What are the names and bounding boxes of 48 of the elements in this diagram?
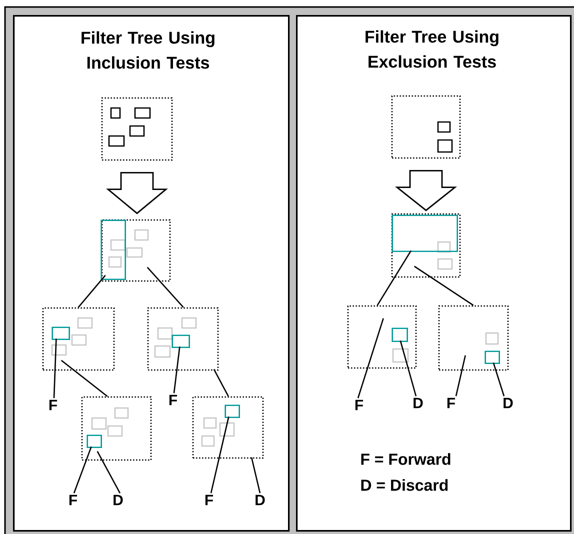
test-rectangle <box>392 214 458 252</box>
connector-line <box>96 451 121 494</box>
test-rectangle <box>224 404 240 418</box>
connector-line <box>73 446 92 494</box>
dotted-box <box>81 396 152 461</box>
block-arrow <box>106 172 168 214</box>
connector-line <box>357 318 384 398</box>
connector-line <box>173 346 180 394</box>
connector-line <box>492 362 505 396</box>
test-rectangle <box>52 326 70 340</box>
connector-line <box>213 369 229 397</box>
outcome-letter: D <box>504 398 513 408</box>
legend-text: F = Forward <box>361 453 450 465</box>
test-rectangle <box>86 434 102 448</box>
outcome-letter: D <box>256 494 265 506</box>
connector-line <box>414 266 474 306</box>
dotted-box <box>391 95 461 159</box>
dotted-box <box>101 97 173 161</box>
test-rectangle <box>392 328 408 342</box>
outcome-letter: F <box>355 400 364 410</box>
test-rectangle <box>484 350 500 364</box>
test-rectangle <box>100 220 126 280</box>
dotted-box <box>42 307 115 371</box>
block-arrow <box>395 170 457 212</box>
outcome-letter: F <box>169 394 178 406</box>
connector-line <box>210 416 230 494</box>
dotted-box <box>147 307 219 371</box>
connector-line <box>146 266 184 308</box>
dotted-box <box>192 396 264 459</box>
outcome-letter: F <box>205 494 214 506</box>
connector-line <box>376 250 412 306</box>
dotted-box <box>438 305 509 371</box>
legend-text: D = Discard <box>361 479 448 491</box>
connector-line <box>455 355 466 396</box>
connector-line <box>60 360 108 397</box>
outcome-letter: D <box>114 494 123 506</box>
outcome-letter: F <box>69 494 78 506</box>
connector-line <box>78 274 106 308</box>
outcome-letter: D <box>414 398 423 408</box>
connector-line <box>400 340 417 396</box>
connector-line <box>53 338 57 398</box>
outcome-letter: F <box>49 400 58 410</box>
dotted-box <box>391 213 461 278</box>
test-rectangle <box>172 334 190 348</box>
outcome-letter: F <box>447 398 456 408</box>
connector-line <box>250 457 261 494</box>
dotted-box <box>101 219 171 282</box>
dotted-box <box>347 305 417 369</box>
